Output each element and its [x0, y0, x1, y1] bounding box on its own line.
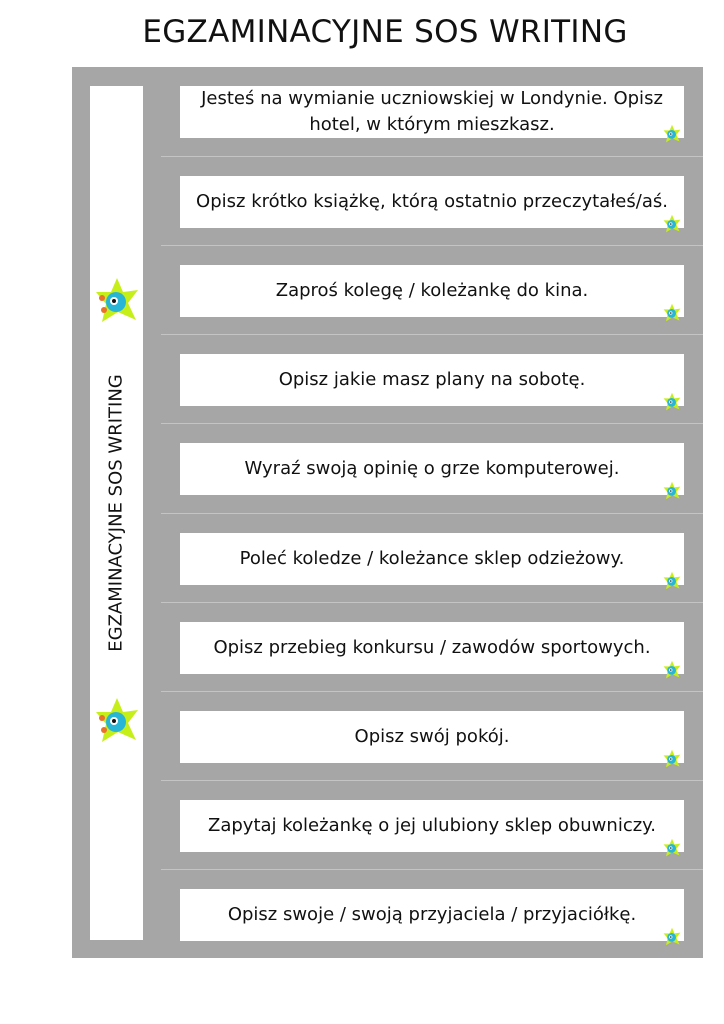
task-text: Poleć koledze / koleżance sklep odzieżow…: [239, 547, 625, 569]
task-text: Jesteś na wymianie uczniowskiej w Londyn…: [201, 88, 663, 135]
task-card: Opisz jakie masz plany na sobotę.: [180, 354, 684, 411]
monster-logo-icon: [663, 303, 681, 322]
task-card: Poleć koledze / koleżance sklep odzieżow…: [180, 532, 684, 589]
task-card: Jesteś na wymianie uczniowskiej w Londyn…: [180, 86, 684, 143]
task-card: Opisz swój pokój.: [180, 710, 684, 768]
task-row: Zaproś kolegę / koleżankę do kina.: [161, 245, 703, 334]
task-text: Opisz przebieg konkursu / zawodów sporto…: [213, 636, 651, 658]
monster-logo-icon: [96, 698, 138, 742]
monster-logo-icon: [663, 749, 681, 768]
side-label: EGZAMINACYJNE SOS WRITING: [105, 374, 127, 652]
task-row: Opisz swoje / swoją przyjaciela / przyja…: [161, 868, 703, 958]
monster-logo-icon: [663, 927, 681, 946]
task-text: Opisz swój pokój.: [354, 725, 510, 747]
task-card: Opisz swoje / swoją przyjaciela / przyja…: [180, 888, 684, 946]
task-text: Wyraź swoją opinię o grze komputerowej.: [244, 458, 620, 480]
monster-logo-icon: [663, 124, 681, 143]
task-text: Opisz jakie masz plany na sobotę.: [278, 369, 586, 391]
task-row: Poleć koledze / koleżance sklep odzieżow…: [161, 512, 703, 602]
side-label-card: EGZAMINACYJNE SOS WRITING: [90, 86, 143, 940]
task-text: Opisz swoje / swoją przyjaciela / przyja…: [227, 903, 637, 925]
task-row: Wyraź swoją opinię o grze komputerowej.: [161, 423, 703, 512]
task-row: Opisz przebieg konkursu / zawodów sporto…: [161, 601, 703, 691]
monster-logo-icon: [663, 214, 681, 233]
task-row: Zapytaj koleżankę o jej ulubiony sklep o…: [161, 779, 703, 869]
monster-logo-icon: [663, 838, 681, 857]
monster-logo-icon: [96, 278, 138, 322]
side-panel: EGZAMINACYJNE SOS WRITING: [72, 67, 161, 958]
task-row: Opisz swój pokój.: [161, 690, 703, 780]
task-row: Jesteś na wymianie uczniowskiej w Londyn…: [161, 67, 703, 156]
task-row: Opisz krótko książkę, którą ostatnio prz…: [161, 156, 703, 245]
task-card: Wyraź swoją opinię o grze komputerowej.: [180, 443, 684, 500]
task-card: Zapytaj koleżankę o jej ulubiony sklep o…: [180, 799, 684, 857]
monster-logo-icon: [663, 482, 681, 500]
monster-logo-icon: [663, 660, 681, 678]
task-row: Opisz jakie masz plany na sobotę.: [161, 334, 703, 423]
task-card: Zaproś kolegę / koleżankę do kina.: [180, 265, 684, 322]
task-text: Zaproś kolegę / koleżankę do kina.: [275, 280, 589, 302]
task-list: Jesteś na wymianie uczniowskiej w Londyn…: [161, 67, 703, 958]
task-card: Opisz przebieg konkursu / zawodów sporto…: [180, 621, 684, 678]
task-text: Opisz krótko książkę, którą ostatnio prz…: [196, 191, 668, 213]
monster-logo-icon: [663, 393, 681, 411]
monster-logo-icon: [663, 571, 681, 589]
task-card: Opisz krótko książkę, którą ostatnio prz…: [180, 176, 684, 233]
task-text: Zapytaj koleżankę o jej ulubiony sklep o…: [208, 814, 656, 836]
page-title: EGZAMINACYJNE SOS WRITING: [142, 14, 628, 50]
